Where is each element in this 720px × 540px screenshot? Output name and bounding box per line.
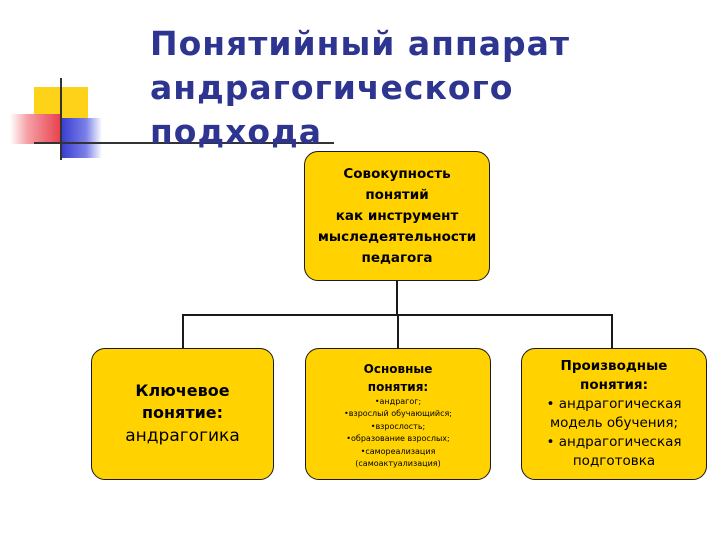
derived-box-heading: Производные bbox=[560, 358, 668, 374]
decor-red-square bbox=[10, 114, 60, 144]
connector-left-down bbox=[182, 314, 184, 348]
root-box-line: педагога bbox=[361, 249, 433, 266]
key-box-term: андрагогика bbox=[125, 426, 240, 446]
basic-box-item: •самореализация bbox=[360, 446, 436, 456]
derived-box-item: • андрагогическая bbox=[546, 434, 682, 450]
title-line: подхода bbox=[150, 112, 322, 151]
basic-box-item: •взрослый обучающийся; bbox=[344, 409, 452, 418]
decor-vertical-line bbox=[60, 78, 62, 160]
root-concept-box: Совокупность понятий как инструмент мысл… bbox=[304, 151, 490, 281]
basic-box-item: (самоактуализация) bbox=[355, 459, 441, 468]
slide-title: Понятийный аппарат андрагогического подх… bbox=[150, 22, 670, 154]
basic-box-heading: понятия: bbox=[367, 379, 429, 394]
derived-box-item: • андрагогическая bbox=[546, 396, 682, 412]
root-box-line: мыследеятельности bbox=[317, 228, 477, 245]
decor-horizontal-line bbox=[34, 142, 334, 144]
root-box-line: Совокупность bbox=[343, 165, 451, 182]
key-box-heading: понятие: bbox=[141, 403, 224, 422]
connector-right-down bbox=[611, 314, 613, 348]
title-line: Понятийный аппарат bbox=[150, 24, 571, 63]
key-concept-box: Ключевое понятие: андрагогика bbox=[91, 348, 274, 480]
connector-root-down bbox=[396, 281, 398, 315]
basic-box-item: •андрагог; bbox=[374, 396, 422, 406]
basic-box-item: •взрослость; bbox=[370, 421, 426, 431]
derived-box-item: подготовка bbox=[572, 453, 656, 469]
basic-box-heading: Основные bbox=[363, 361, 433, 376]
derived-box-heading: понятия: bbox=[580, 377, 648, 393]
basic-concepts-box: Основные понятия: •андрагог; •взрослый о… bbox=[305, 348, 491, 480]
connector-middle-down bbox=[397, 314, 399, 348]
title-line: андрагогического bbox=[150, 68, 514, 107]
basic-box-item: •образование взрослых; bbox=[346, 434, 450, 443]
derived-concepts-box: Производные понятия: • андрагогическая м… bbox=[521, 348, 707, 480]
root-box-line: понятий bbox=[365, 186, 429, 203]
decor-blue-square bbox=[62, 118, 102, 158]
root-box-line: как инструмент bbox=[335, 207, 459, 224]
key-box-heading: Ключевое bbox=[135, 381, 230, 400]
derived-box-item: модель обучения; bbox=[549, 415, 679, 431]
